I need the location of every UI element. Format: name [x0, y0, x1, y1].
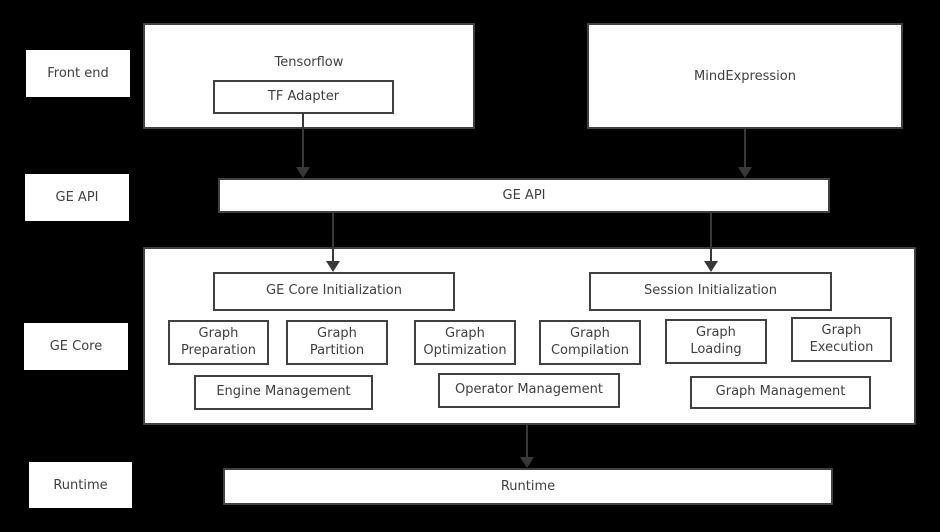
- row-label-ge-core: GE Core: [24, 323, 128, 370]
- box-graph-preparation: Graph Preparation: [168, 320, 269, 365]
- arrow-head-icon: [738, 167, 752, 178]
- arrow-tf-adapter-to-ge-api: [296, 114, 310, 178]
- arrow-stem: [302, 114, 304, 168]
- arrow-stem: [744, 129, 746, 168]
- box-graph-partition: Graph Partition: [286, 320, 388, 365]
- arrow-stem: [526, 425, 528, 458]
- ge-core-box: GE Core Initialization Session Initializ…: [143, 247, 916, 425]
- row-label-runtime: Runtime: [29, 462, 132, 508]
- ge-api-bar: GE API: [218, 178, 830, 213]
- box-graph-management: Graph Management: [690, 376, 871, 409]
- row-label-front-end: Front end: [26, 50, 130, 97]
- arrow-head-icon: [326, 261, 340, 272]
- arrow-head-icon: [704, 261, 718, 272]
- arrow-stem: [332, 213, 334, 262]
- tensorflow-box: Tensorflow TF Adapter: [143, 23, 475, 129]
- arrow-stem: [710, 213, 712, 262]
- runtime-bar: Runtime: [223, 468, 833, 505]
- box-session-initialization: Session Initialization: [589, 272, 832, 311]
- arrow-ge-api-to-session-init: [704, 213, 718, 272]
- arrow-mindexpression-to-ge-api: [738, 129, 752, 178]
- arrow-head-icon: [296, 167, 310, 178]
- box-operator-management: Operator Management: [438, 373, 620, 408]
- tf-adapter-box: TF Adapter: [213, 80, 394, 114]
- box-graph-optimization: Graph Optimization: [414, 320, 516, 365]
- box-engine-management: Engine Management: [194, 375, 373, 410]
- arrow-ge-api-to-ge-core-init: [326, 213, 340, 272]
- arrow-ge-core-to-runtime: [520, 425, 534, 468]
- mindexpression-box: MindExpression: [587, 23, 903, 129]
- tensorflow-title: Tensorflow: [274, 55, 344, 70]
- box-graph-compilation: Graph Compilation: [539, 320, 641, 365]
- box-graph-execution: Graph Execution: [791, 317, 892, 362]
- box-ge-core-initialization: GE Core Initialization: [213, 272, 455, 311]
- arrow-head-icon: [520, 457, 534, 468]
- box-graph-loading: Graph Loading: [665, 319, 767, 364]
- row-label-ge-api: GE API: [25, 174, 129, 221]
